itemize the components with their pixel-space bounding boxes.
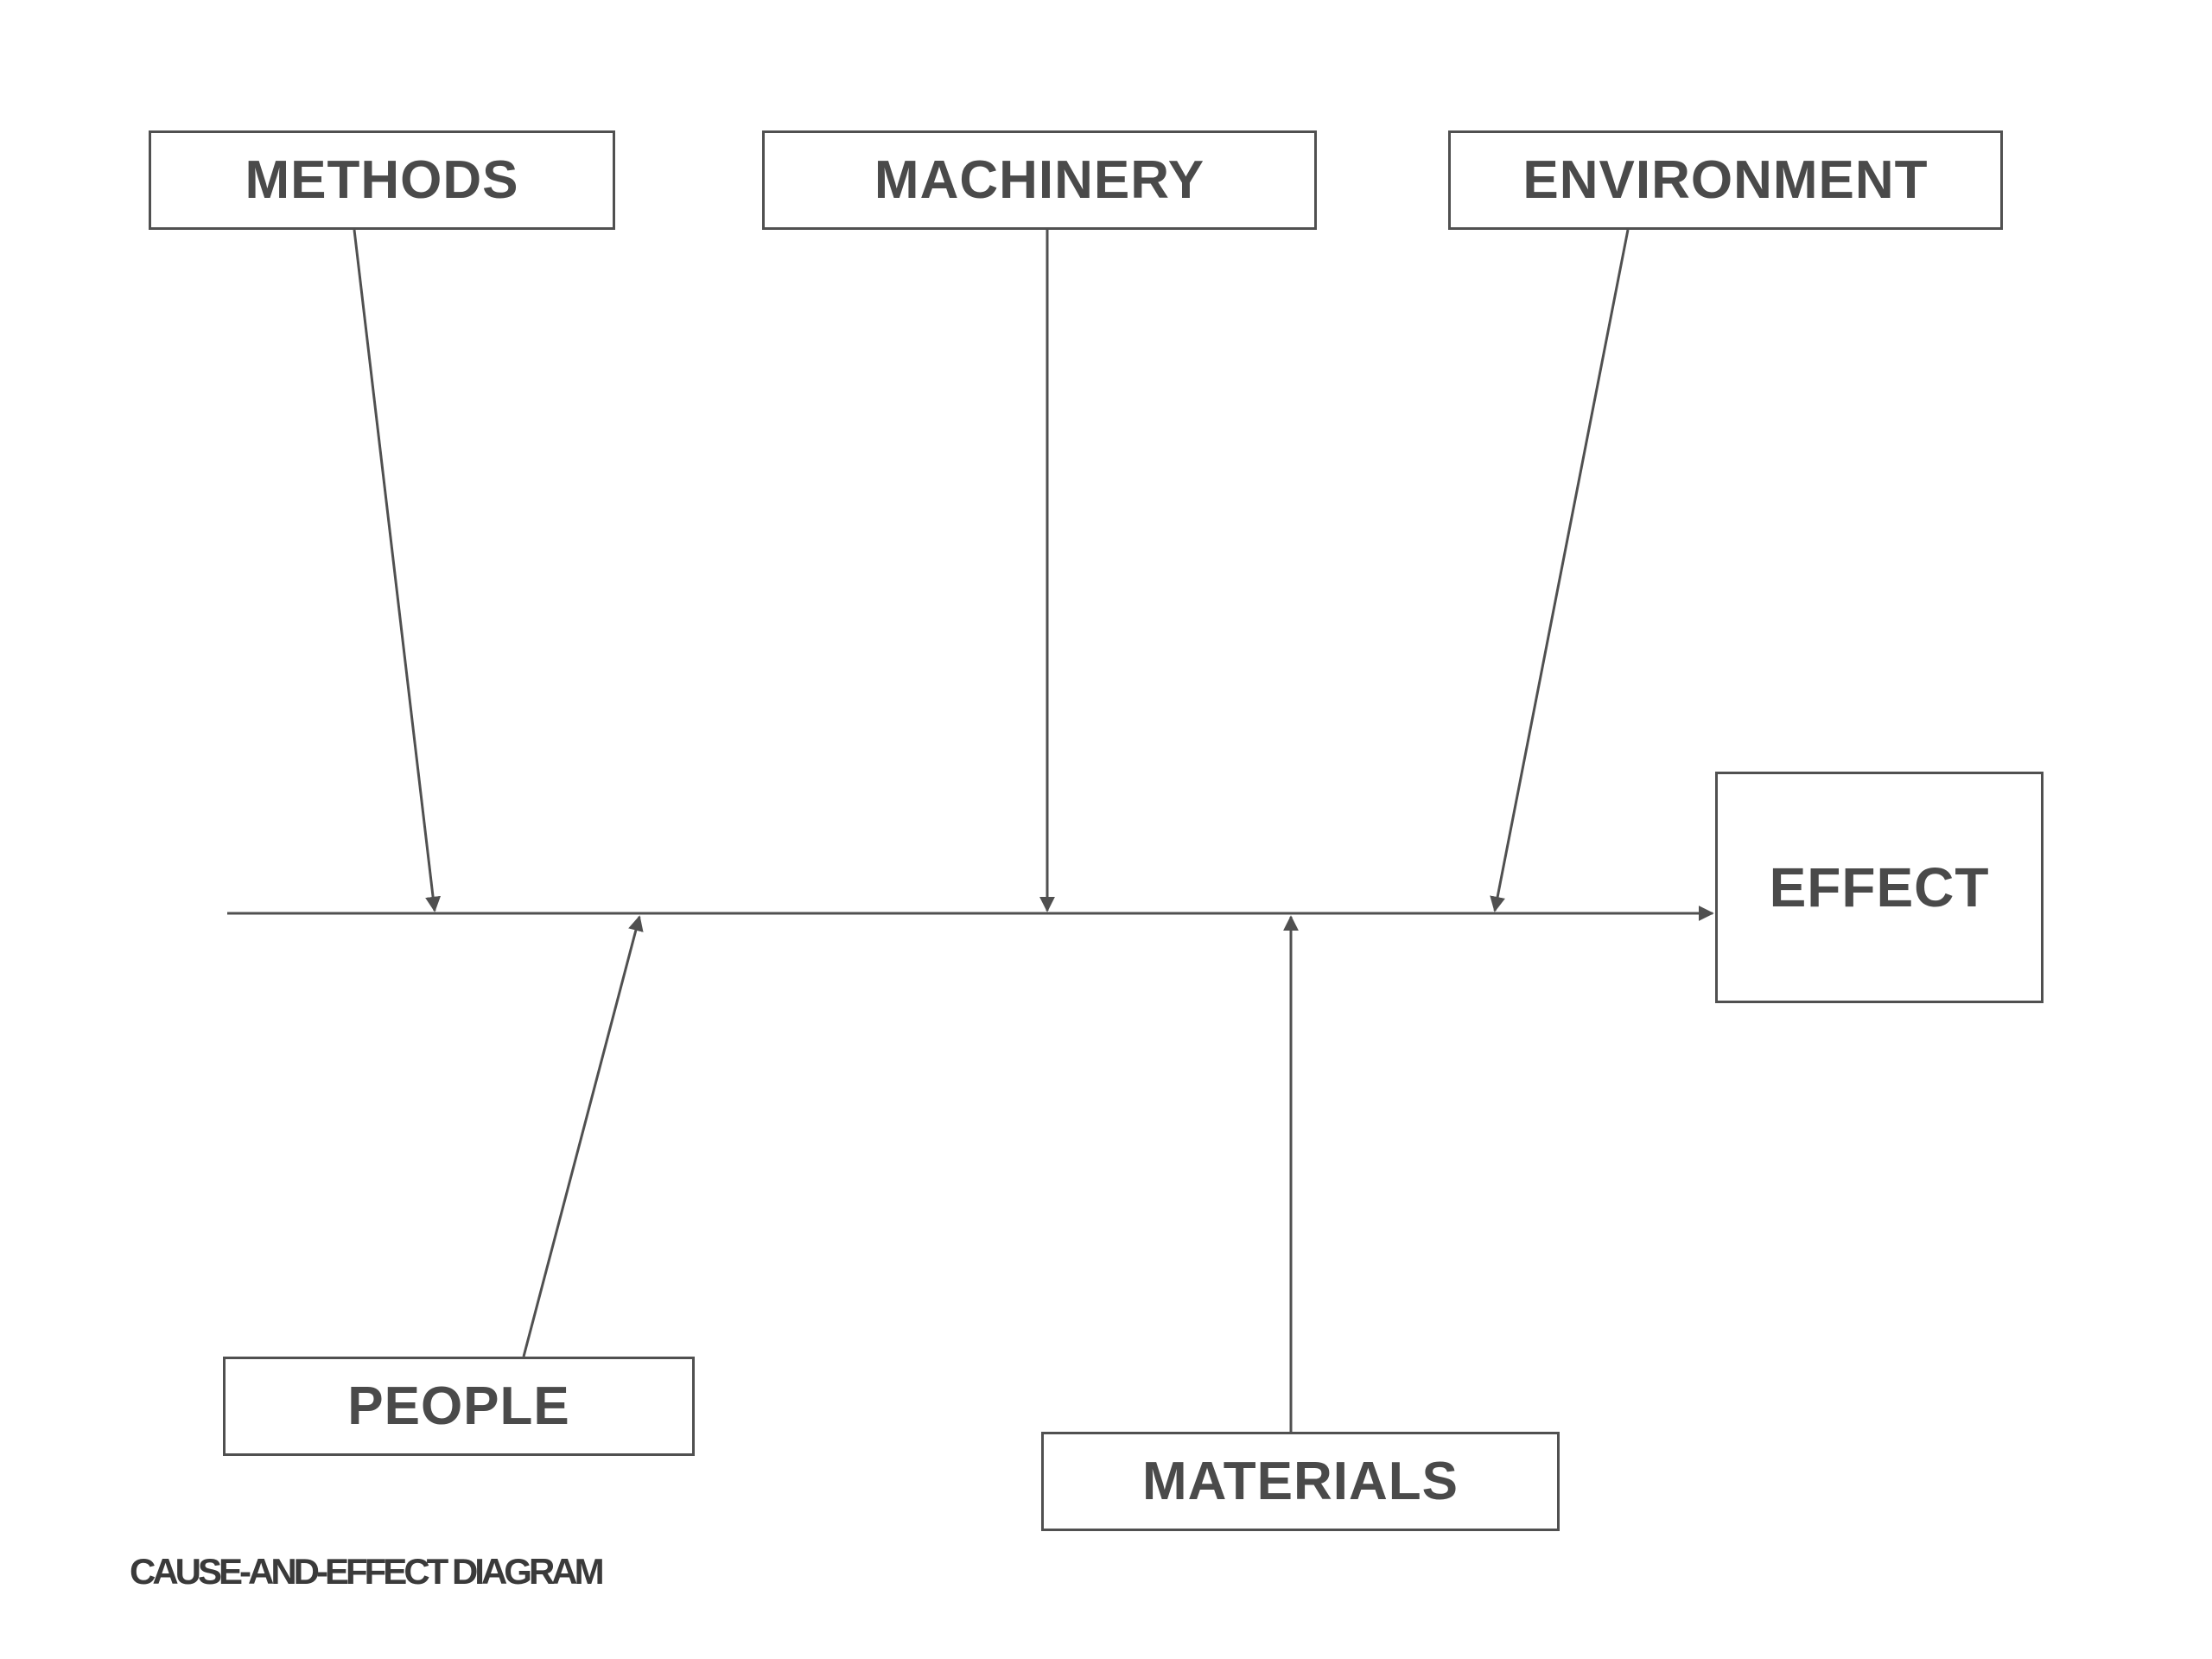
methods-branch-arrow	[353, 229, 442, 912]
cause-box-methods: METHODS	[149, 130, 615, 230]
effect-box: EFFECT	[1715, 772, 2044, 1003]
people-branch-arrow	[522, 915, 644, 1357]
cause-label-environment: ENVIRONMENT	[1522, 150, 1929, 210]
cause-box-people: PEOPLE	[223, 1357, 695, 1456]
environment-branch-arrow	[1490, 229, 1630, 912]
cause-label-people: PEOPLE	[347, 1376, 570, 1436]
cause-label-materials: MATERIALS	[1141, 1452, 1459, 1511]
cause-box-materials: MATERIALS	[1041, 1432, 1560, 1531]
cause-label-methods: METHODS	[245, 150, 519, 210]
cause-label-machinery: MACHINERY	[874, 150, 1205, 210]
effect-label: EFFECT	[1769, 856, 1990, 918]
diagram-caption: CAUSE-AND-EFFECT DIAGRAM	[130, 1551, 605, 1592]
cause-box-machinery: MACHINERY	[762, 130, 1317, 230]
cause-box-environment: ENVIRONMENT	[1448, 130, 2003, 230]
